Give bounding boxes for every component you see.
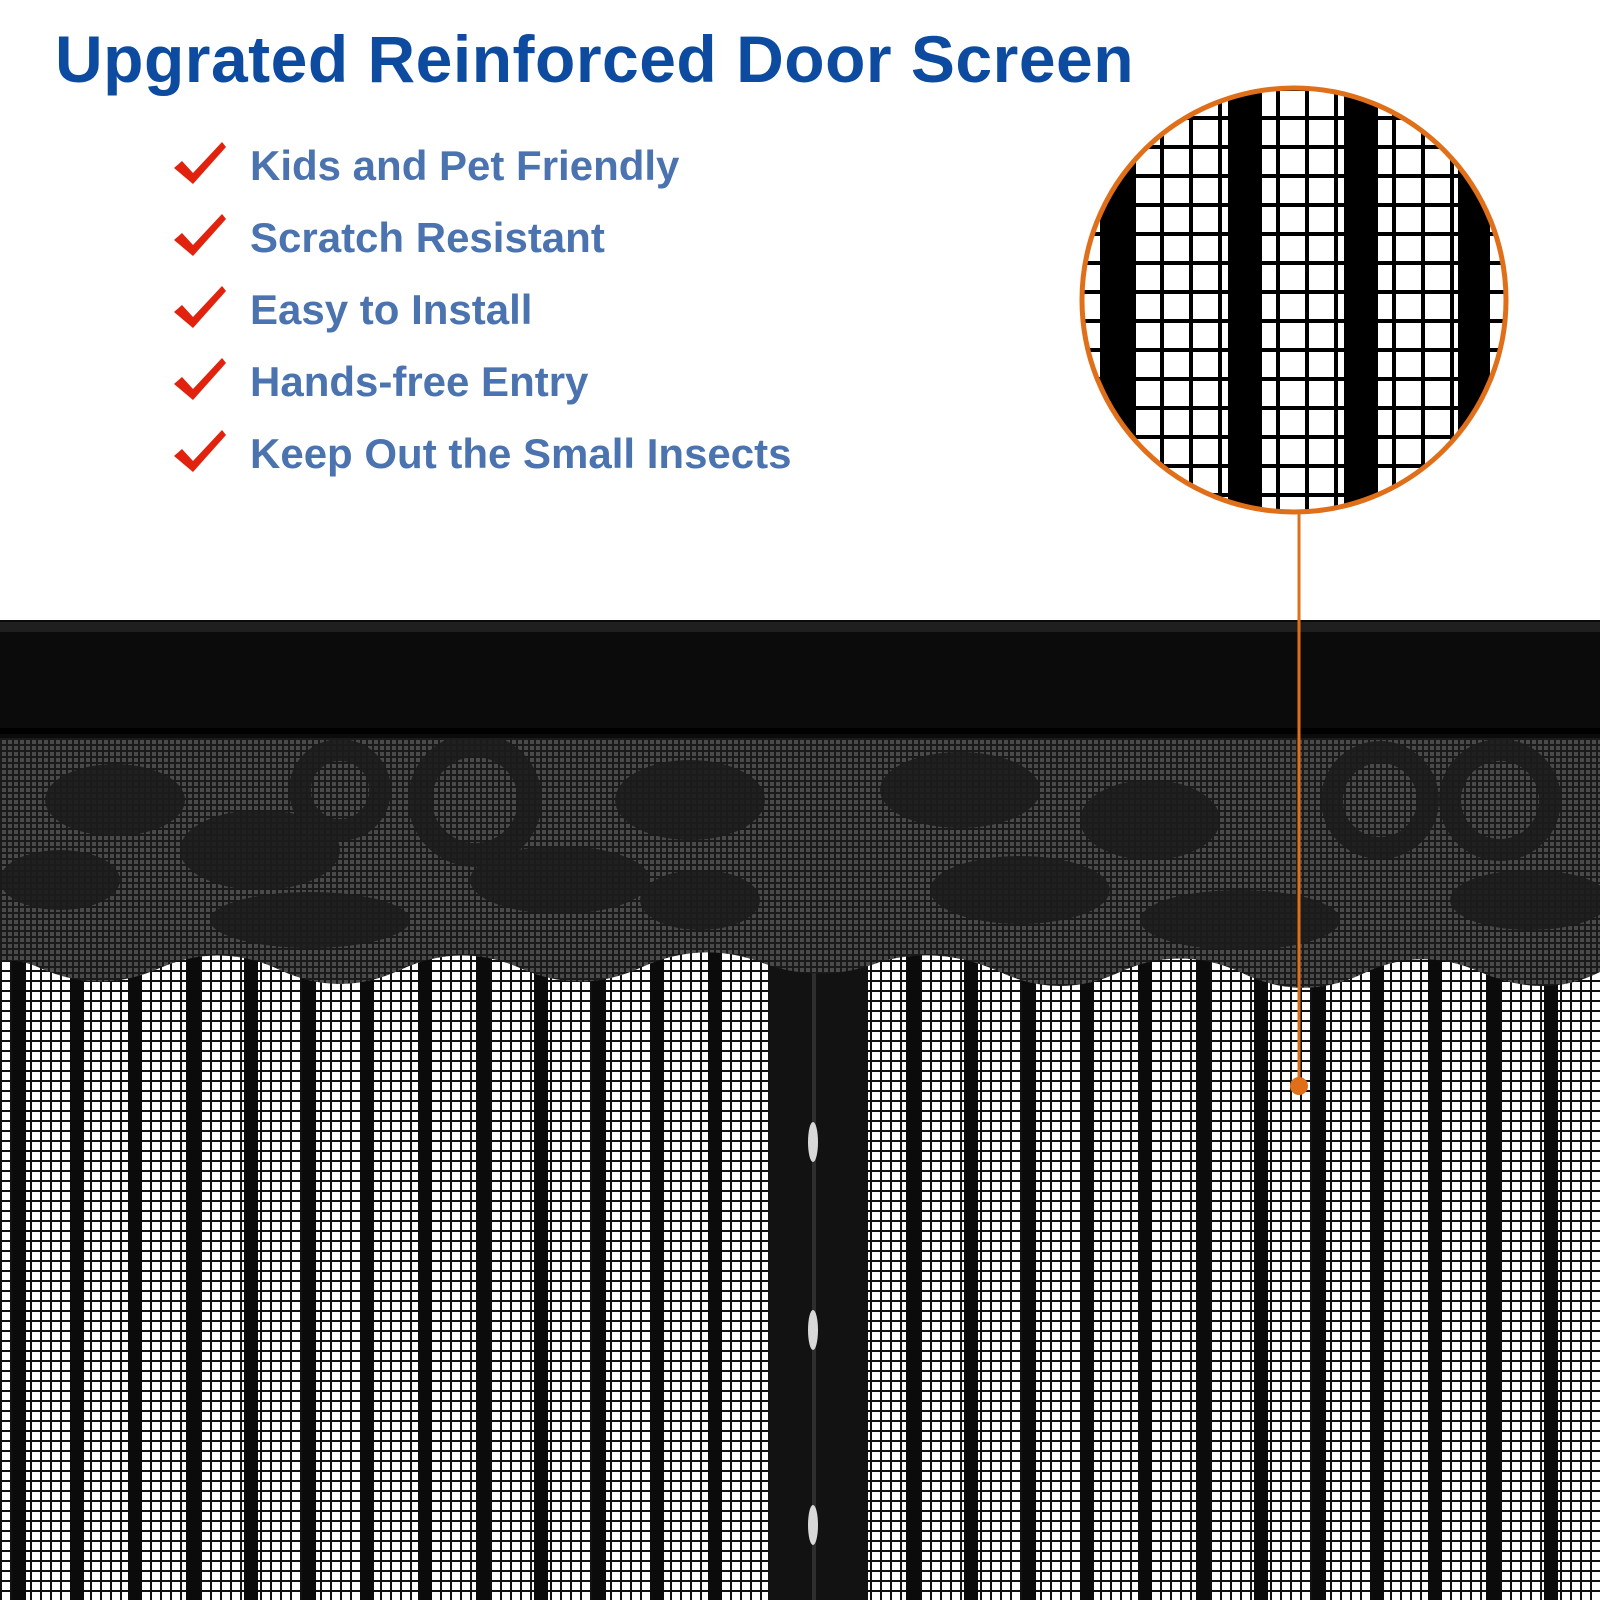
feature-item: Kids and Pet Friendly (172, 130, 792, 202)
check-icon (174, 214, 226, 256)
callout-dot (1290, 1077, 1308, 1095)
feature-label: Kids and Pet Friendly (250, 142, 680, 189)
valance-floral-motif (0, 733, 1600, 950)
check-icon (174, 142, 226, 184)
feature-label: Keep Out the Small Insects (250, 430, 792, 477)
headline: Upgrated Reinforced Door Screen (55, 22, 1135, 96)
feature-item: Hands-free Entry (172, 346, 792, 418)
feature-item: Scratch Resistant (172, 202, 792, 274)
check-icon (174, 430, 226, 472)
screen-top-bar (0, 620, 1600, 738)
feature-label: Hands-free Entry (250, 358, 589, 405)
mesh-zoom-callout (1079, 85, 1509, 1095)
check-icon (174, 358, 226, 400)
feature-label: Scratch Resistant (250, 214, 605, 261)
feature-item: Easy to Install (172, 274, 792, 346)
feature-label: Easy to Install (250, 286, 533, 333)
feature-item: Keep Out the Small Insects (172, 418, 792, 490)
feature-list: Kids and Pet Friendly Scratch Resistant … (172, 130, 792, 490)
zoom-circle-border (1079, 85, 1509, 515)
check-icon (174, 286, 226, 328)
